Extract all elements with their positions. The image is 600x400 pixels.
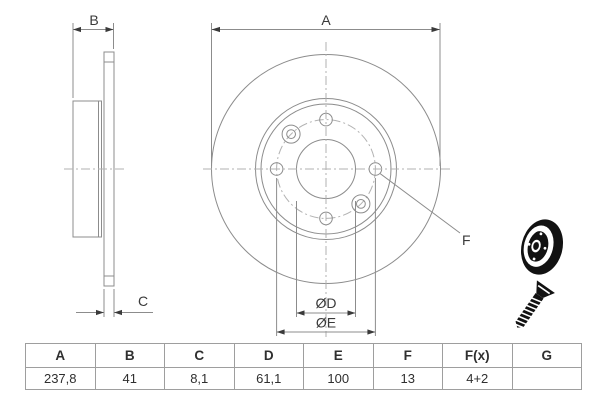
dim-d-label: ØD — [316, 295, 337, 311]
dimension-f: F — [379, 173, 471, 248]
brake-disc-icon — [520, 219, 564, 275]
table-value-c: 8,1 — [164, 367, 235, 390]
dimension-e: ØE — [276, 178, 376, 336]
dimension-table: A B C D E F F(x) G 237,8 41 8,1 61,1 100… — [25, 343, 582, 390]
dim-f-label: F — [462, 232, 471, 248]
technical-drawing: A B C ØD — [64, 12, 564, 337]
table-value-e: 100 — [303, 367, 374, 390]
dim-e-arrow-left — [276, 329, 285, 335]
table-value-g — [511, 367, 582, 390]
countersunk-screw-icon — [514, 280, 555, 329]
table-value-a: 237,8 — [25, 367, 96, 390]
dimension-a: A — [211, 12, 441, 166]
screw-hole-lower-right-inner — [356, 199, 366, 209]
table-header-b: B — [94, 343, 165, 368]
table-header-fx: F(x) — [442, 343, 513, 368]
dim-a-arrow-left — [211, 26, 220, 33]
table-value-b: 41 — [94, 367, 165, 390]
table-header-g: G — [511, 343, 582, 368]
screw-hole-upper-left-outer — [281, 124, 301, 144]
dim-b-arrow-left — [73, 26, 81, 33]
table-value-fx: 4+2 — [442, 367, 513, 390]
dim-c-arrow-right — [114, 309, 122, 316]
dim-c-arrow-left — [96, 309, 104, 316]
bolt-hole-left — [269, 162, 284, 176]
dim-d-arrow-right — [347, 310, 356, 316]
screw-hole-lower-right-outer — [351, 194, 371, 214]
side-view — [64, 51, 125, 287]
dimension-b: B — [72, 12, 114, 98]
dim-d-arrow-left — [296, 310, 305, 316]
dim-b-label: B — [89, 12, 98, 28]
dimension-c: C — [76, 289, 153, 317]
dim-c-label: C — [138, 293, 148, 309]
dim-e-arrow-right — [367, 329, 376, 335]
dimension-d: ØD — [296, 201, 356, 317]
table-header-e: E — [303, 343, 374, 368]
table-header-row: A B C D E F F(x) G — [25, 343, 582, 368]
table-value-row: 237,8 41 8,1 61,1 100 13 4+2 — [25, 367, 582, 390]
table-header-d: D — [233, 343, 304, 368]
screw-hole-upper-left-inner — [286, 129, 297, 140]
table-header-c: C — [164, 343, 235, 368]
table-header-a: A — [25, 343, 96, 368]
dim-f-leader-line — [379, 173, 461, 234]
dim-a-label: A — [321, 12, 331, 28]
table-value-d: 61,1 — [233, 367, 304, 390]
dim-e-label: ØE — [316, 315, 336, 331]
front-view — [203, 42, 450, 337]
dim-a-arrow-right — [431, 26, 440, 33]
dim-b-arrow-right — [105, 26, 114, 33]
table-header-f: F — [372, 343, 443, 368]
table-value-f: 13 — [372, 367, 443, 390]
